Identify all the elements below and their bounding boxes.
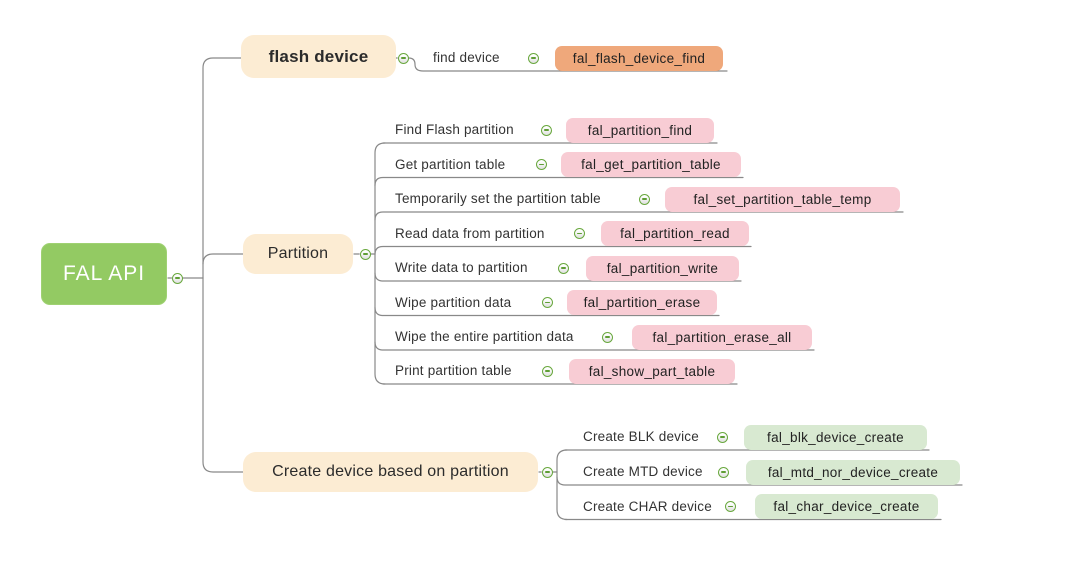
collapse-icon[interactable] — [541, 365, 553, 377]
collapse-icon[interactable] — [638, 193, 650, 205]
function-chip[interactable]: fal_blk_device_create — [744, 424, 927, 450]
collapse-icon[interactable] — [540, 124, 552, 136]
function-chip[interactable]: fal_char_device_create — [755, 494, 938, 519]
collapse-icon[interactable] — [717, 466, 729, 478]
leaf-node[interactable]: Temporarily set the partition table — [395, 191, 601, 206]
leaf-node[interactable]: Create BLK device — [583, 429, 699, 444]
branch-node-create-device[interactable]: Create device based on partition — [243, 452, 538, 492]
leaf-node[interactable]: Wipe partition data — [395, 294, 512, 310]
collapse-icon[interactable] — [535, 159, 547, 170]
function-chip[interactable]: fal_flash_device_find — [555, 46, 723, 71]
collapse-icon[interactable] — [716, 431, 728, 443]
branch-node-partition[interactable]: Partition — [243, 234, 353, 274]
function-chip[interactable]: fal_partition_erase_all — [632, 324, 812, 350]
function-chip[interactable]: fal_get_partition_table — [561, 152, 741, 177]
function-chip[interactable]: fal_partition_read — [601, 221, 749, 246]
collapse-icon[interactable] — [724, 501, 736, 512]
function-chip[interactable]: fal_partition_write — [586, 255, 739, 281]
collapse-icon[interactable] — [573, 228, 585, 239]
function-chip[interactable]: fal_show_part_table — [569, 358, 735, 384]
collapse-icon[interactable] — [527, 52, 539, 64]
leaf-node[interactable]: Write data to partition — [395, 260, 528, 275]
collapse-icon[interactable] — [601, 331, 613, 343]
root-node-fal-api[interactable]: FAL API — [41, 243, 167, 305]
function-chip[interactable]: fal_set_partition_table_temp — [665, 186, 900, 212]
collapse-icon[interactable] — [171, 272, 183, 284]
leaf-node[interactable]: Wipe the entire partition data — [395, 329, 574, 344]
leaf-node[interactable]: Get partition table — [395, 156, 506, 172]
leaf-node[interactable]: Read data from partition — [395, 225, 545, 241]
leaf-node-find-device[interactable]: find device — [433, 50, 500, 65]
function-chip[interactable]: fal_mtd_nor_device_create — [746, 459, 960, 485]
leaf-node[interactable]: Find Flash partition — [395, 122, 514, 137]
leaf-node[interactable]: Print partition table — [395, 363, 512, 378]
leaf-node[interactable]: Create MTD device — [583, 464, 703, 479]
collapse-icon[interactable] — [359, 248, 371, 260]
function-chip[interactable]: fal_partition_erase — [567, 290, 717, 315]
function-chip[interactable]: fal_partition_find — [566, 117, 714, 143]
collapse-icon[interactable] — [541, 466, 553, 478]
branch-node-flash-device[interactable]: flash device — [241, 35, 396, 78]
leaf-node[interactable]: Create CHAR device — [583, 498, 712, 514]
collapse-icon[interactable] — [397, 52, 409, 64]
collapse-icon[interactable] — [557, 262, 569, 274]
collapse-icon[interactable] — [541, 297, 553, 308]
